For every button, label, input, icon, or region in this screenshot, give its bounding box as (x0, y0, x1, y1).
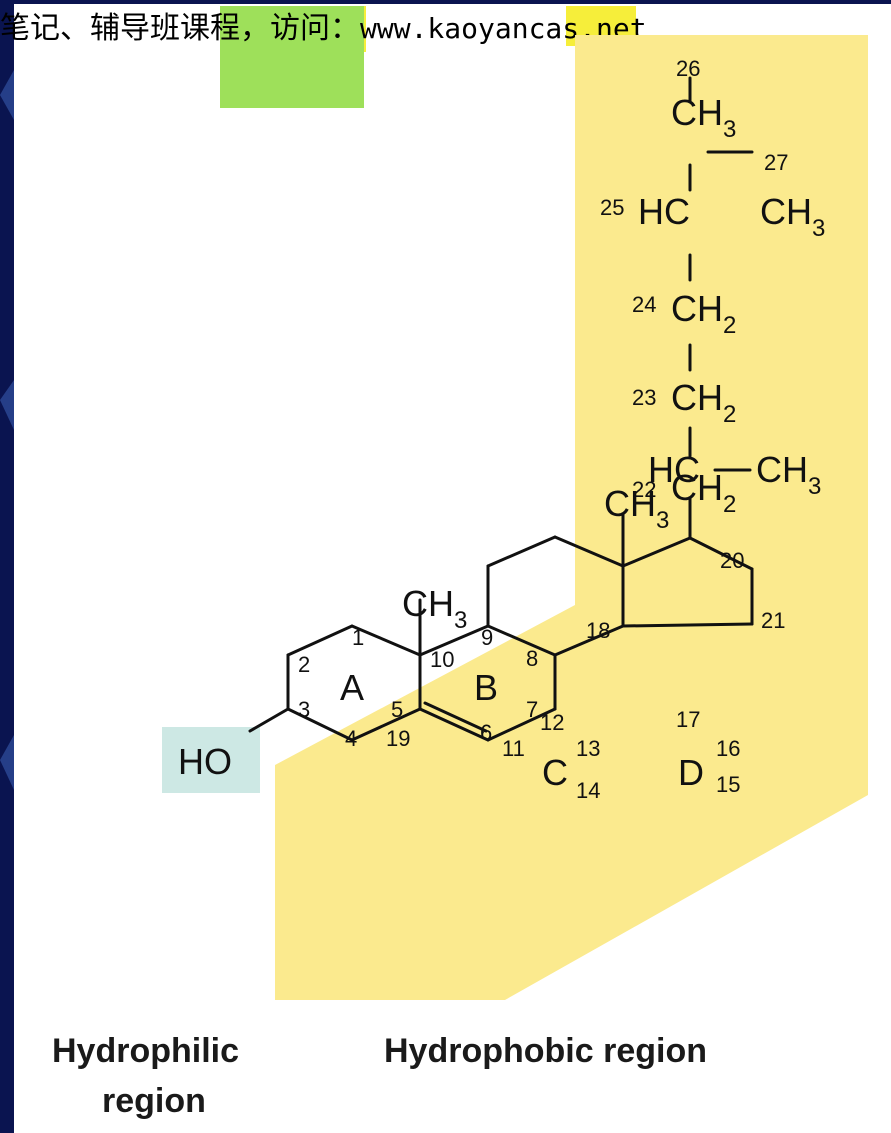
ch3-21-label: CH3 (756, 449, 821, 500)
ch3-21-subscript: 3 (808, 473, 821, 500)
ch3-26-label: CH3 (671, 92, 736, 143)
ch2-23-label: CH2 (671, 377, 736, 428)
ch2-22-main: CH (671, 467, 723, 508)
atom-number: 27 (764, 150, 788, 175)
ring-letter-a: A (340, 667, 364, 708)
ch2-22-label: CH2 (671, 467, 736, 518)
ho-group-label: HO (178, 741, 232, 782)
ch3-18-main: CH (604, 483, 656, 524)
ch2-24-label: CH2 (671, 288, 736, 339)
ch3-27-main: CH (760, 191, 812, 232)
atom-number: 10 (430, 647, 454, 672)
ch3-26-subscript: 3 (723, 116, 736, 143)
text-highlight-green (220, 6, 364, 108)
ring-letter-d: D (678, 752, 704, 793)
atom-number: 17 (676, 707, 700, 732)
ch3-18-label: CH3 (604, 483, 669, 534)
hydrophobic-region-highlight (275, 35, 868, 1000)
atom-number: 14 (576, 778, 600, 803)
ch3-21-main: CH (756, 449, 808, 490)
header-prefix: 笔记、辅导班课程，访问： (0, 11, 360, 46)
atom-number: 24 (632, 292, 656, 317)
ch2-22-subscript: 2 (723, 491, 736, 518)
atom-number: 2 (298, 652, 310, 677)
ch2-24-main: CH (671, 288, 723, 329)
hydrophilic-caption-line2: region (102, 1082, 206, 1120)
hydrophilic-caption-line1: Hydrophilic (52, 1032, 239, 1070)
atom-number: 21 (761, 608, 785, 633)
atom-number: 23 (632, 385, 656, 410)
ch2-24-subscript: 2 (723, 312, 736, 339)
ch3-19-main: CH (402, 583, 454, 624)
hydrophobic-caption: Hydrophobic region (384, 1032, 707, 1070)
atom-number: 12 (540, 710, 564, 735)
atom-number: 1 (352, 625, 364, 650)
atom-number: 16 (716, 736, 740, 761)
slide-left-border (0, 0, 14, 1133)
hc-25-label: HC (638, 191, 690, 232)
ch2-23-main: CH (671, 377, 723, 418)
atom-number: 7 (526, 697, 538, 722)
atom-number: 11 (502, 736, 525, 761)
atom-number: 4 (345, 726, 357, 751)
ch3-27-label: CH3 (760, 191, 825, 242)
ch3-18-subscript: 3 (656, 507, 669, 534)
atom-number: 3 (298, 697, 310, 722)
atom-number: 9 (481, 625, 493, 650)
ring-letter-b: B (474, 667, 498, 708)
hc-20-label: HC (648, 449, 700, 490)
ring-bonds (248, 76, 754, 742)
atom-numbers: 1 2 3 4 5 6 7 8 9 10 11 12 13 14 15 16 1… (298, 56, 788, 803)
atom-number: 26 (676, 56, 700, 81)
atom-number: 5 (391, 697, 403, 722)
atom-number: 20 (720, 548, 744, 573)
ch3-26-main: CH (671, 92, 723, 133)
atom-number: 18 (586, 618, 610, 643)
ch3-27-subscript: 3 (812, 215, 825, 242)
ring-letter-c: C (542, 752, 568, 793)
atom-number: 6 (480, 720, 492, 745)
atom-number: 15 (716, 772, 740, 797)
hydrophilic-region-highlight (162, 727, 260, 793)
atom-number: 19 (386, 726, 410, 751)
ch2-23-subscript: 2 (723, 401, 736, 428)
atom-number: 22 (632, 477, 656, 502)
atom-number: 25 (600, 195, 624, 220)
ch3-19-subscript: 3 (454, 607, 467, 634)
atom-number: 13 (576, 736, 600, 761)
ch3-19-label: CH3 (402, 583, 467, 634)
slide-top-border (0, 0, 891, 4)
atom-number: 8 (526, 646, 538, 671)
